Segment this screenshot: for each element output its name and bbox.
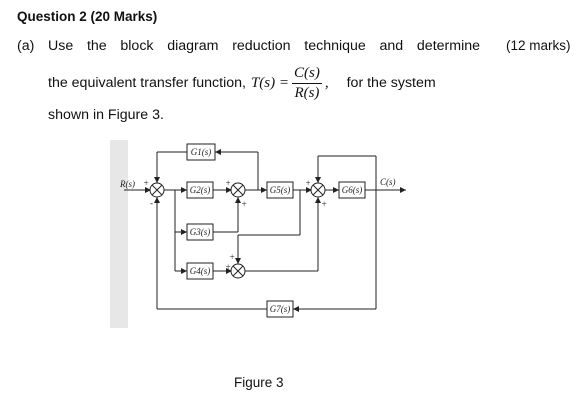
question-line-2: the equivalent transfer function, T(s) =… — [48, 61, 436, 105]
question-line-1: Use the block diagram reduction techniqu… — [48, 38, 480, 54]
label-g7: G7(s) — [270, 304, 291, 314]
sign-s4-top: + — [229, 252, 235, 262]
line2-suffix: for the system — [346, 75, 436, 91]
label-g3: G3(s) — [190, 227, 211, 237]
label-g5: G5(s) — [270, 185, 291, 195]
question-line-3: shown in Figure 3. — [48, 107, 164, 123]
summing-junction-1 — [149, 182, 165, 198]
tf-fraction: C(s) R(s) — [292, 65, 322, 102]
block-g1 — [186, 143, 216, 161]
label-g2: G2(s) — [190, 185, 211, 195]
label-g6: G6(s) — [342, 185, 363, 195]
block-g3 — [186, 223, 214, 241]
label-g4: G4(s) — [190, 266, 211, 276]
sign-s2-bottom: + — [241, 199, 247, 209]
scan-shading — [110, 140, 128, 328]
sign-s4-left: + — [225, 262, 231, 272]
marks-label: (12 marks) — [506, 38, 571, 53]
block-g6 — [338, 181, 366, 199]
label-g1: G1(s) — [191, 147, 212, 157]
block-diagram-svg: G1(s) G2(s) G3(s) G4(s) G5(s) G6(s) G7(s… — [110, 140, 406, 328]
summing-junction-3 — [310, 182, 326, 198]
sign-s3-left: + — [305, 178, 311, 188]
block-diagram: G1(s) G2(s) G3(s) G4(s) G5(s) G6(s) G7(s… — [110, 134, 414, 334]
sign-s3-bottom: + — [321, 199, 327, 209]
block-g7 — [266, 300, 294, 318]
tf-comma: , — [324, 74, 329, 91]
output-label: C(s) — [380, 177, 396, 187]
block-g4 — [186, 262, 214, 280]
summing-junction-2 — [230, 182, 246, 198]
block-g2 — [186, 181, 214, 199]
figure-caption: Figure 3 — [234, 375, 284, 390]
tf-lhs: T(s) = — [250, 74, 290, 91]
question-title: Question 2 (20 Marks) — [17, 9, 158, 24]
block-g5 — [266, 181, 294, 199]
input-label: R(s) — [119, 179, 135, 189]
tf-denominator: R(s) — [294, 84, 320, 101]
transfer-function-formula: T(s) = C(s) R(s) , — [251, 65, 329, 102]
sign-s2-left: + — [225, 178, 231, 188]
summing-junction-4 — [230, 263, 246, 279]
sign-s1-bottom: - — [150, 198, 153, 208]
line2-prefix: the equivalent transfer function, — [48, 75, 246, 91]
part-label: (a) — [17, 38, 35, 54]
tf-numerator: C(s) — [292, 65, 322, 84]
sign-s1-left: + — [143, 178, 149, 188]
